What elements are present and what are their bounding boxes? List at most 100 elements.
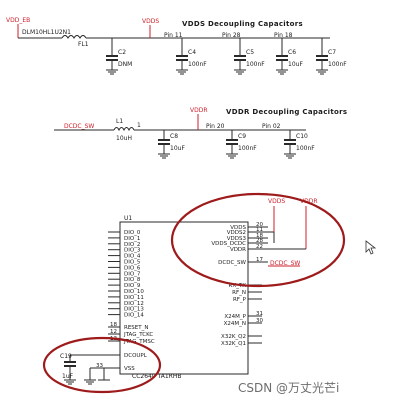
cap-c4: C4 100nF <box>176 38 207 75</box>
l1-pin-1: 1 <box>137 122 141 129</box>
u1-ref-label: U1 <box>124 215 132 222</box>
control-pin-number: 18 <box>110 322 117 328</box>
dio-pin-label: DIO_2 <box>124 242 140 248</box>
power-pin-number: 22 <box>256 244 263 250</box>
cap-c7-ref: C7 <box>328 49 336 56</box>
cap-c6-value: 10uF <box>288 61 303 68</box>
power-pins-highlight <box>170 192 346 288</box>
vdds-pin-28: Pin 28 <box>222 32 241 39</box>
cap-c4-value: 100nF <box>188 61 207 68</box>
cap-c8-ref: C8 <box>170 133 178 140</box>
cap-c5-value: 100nF <box>246 61 265 68</box>
u1-chip-body <box>119 221 249 375</box>
power-pin-label: VDDS <box>230 225 246 231</box>
dcdc-sw-pin-net: DCDC_SW <box>270 260 300 267</box>
dio-pin-label: DIO_14 <box>124 313 144 319</box>
vdds-node-label: VDDS <box>142 18 159 25</box>
vddr-node-label: VDDR <box>190 107 208 114</box>
mouse-cursor-icon <box>365 240 377 255</box>
power-pin-number: 28 <box>256 238 263 244</box>
u1-part-label: CC2640 TA1RHB <box>132 373 181 380</box>
cap-c2-value: DNM <box>118 61 132 68</box>
dio-pin-label: DIO_7 <box>124 271 141 277</box>
cap-c7: C7 100nF <box>316 38 347 75</box>
l1-value-label: 10uH <box>116 135 132 142</box>
dio-pin-label: DIO_12 <box>124 301 144 307</box>
control-pin-label: DCOUPL <box>124 353 148 359</box>
dcdc-sw-net-label: DCDC_SW <box>64 123 94 130</box>
watermark: CSDN @万丈光芒i <box>238 380 339 395</box>
control-pin-label: JTAG_TCKC <box>123 332 153 338</box>
cap-c10: C10 100nF <box>284 130 315 159</box>
dio-pin-label: DIO_11 <box>124 295 144 301</box>
vddr-pin-20: Pin 20 <box>206 123 225 130</box>
cap-c5: C5 100nF <box>234 38 265 75</box>
vss-pin-number: 33 <box>96 363 103 369</box>
l1-ref-label: L1 <box>116 118 123 125</box>
dio-pin-label: DIO_5 <box>124 260 141 266</box>
dio-pin-label: DIO_0 <box>124 230 141 236</box>
fl1-ref-label: FL1 <box>78 41 89 48</box>
vdds-power-flag-label: VDDS <box>268 198 285 205</box>
cap-c7-value: 100nF <box>328 61 347 68</box>
xtal-pin-number: 30 <box>256 318 263 324</box>
xtal-pin-label: X32K_Q1 <box>221 341 246 347</box>
xtal-pin-label: X24M_N <box>224 321 246 327</box>
dio-pin-label: DIO_6 <box>124 265 141 271</box>
power-pin-label: VDDS_DCDC <box>211 241 246 247</box>
control-pin-label: RESET_N <box>124 325 149 331</box>
vdds-title: VDDS Decoupling Capacitors <box>182 20 303 28</box>
fl1-part-label: DLM10HL1U2N1 <box>22 29 71 36</box>
xtal-pin-label: X24M_P <box>224 314 246 320</box>
vddr-title: VDDR Decoupling Capacitors <box>226 108 347 116</box>
dio-pin-label: DIO_9 <box>124 283 141 289</box>
vdds-decoupling-section: VDD_EB DLM10HL1U2N1 FL1 VDDS VDDS Decoup… <box>6 17 347 75</box>
dio-pin-label: DIO_1 <box>124 236 140 242</box>
vddr-power-flag-label: VDDR <box>300 198 318 205</box>
c19-value-label: 1uF <box>62 373 74 380</box>
power-pin-number: 17 <box>256 257 263 263</box>
xtal-pin-number: 31 <box>256 311 263 317</box>
cap-c6: C6 10uF <box>276 38 303 75</box>
power-pin-label: VDDS3 <box>227 236 247 242</box>
cap-c4-ref: C4 <box>188 49 196 56</box>
rf-pin-label: RX_TX <box>229 283 247 289</box>
dio-pin-label: DIO_13 <box>124 307 144 313</box>
dio-pin-group: DIO_0DIO_1DIO_2DIO_3DIO_4DIO_5DIO_6DIO_7… <box>108 230 144 319</box>
power-pin-number: 20 <box>256 222 263 228</box>
dio-pin-label: DIO_8 <box>124 277 141 283</box>
control-pin-number: 12 <box>110 329 117 335</box>
xtal-pin-label: X32K_Q2 <box>221 334 246 340</box>
control-pin-label: VSS <box>124 366 135 372</box>
c19-ref-label: C19 <box>60 353 72 360</box>
dio-pin-label: DIO_3 <box>124 248 141 254</box>
vdds-pin-11: Pin 11 <box>164 32 183 39</box>
control-pin-label: JTAG_TMSC <box>123 339 155 345</box>
cap-c9-ref: C9 <box>238 133 246 140</box>
cap-c10-ref: C10 <box>296 133 308 140</box>
decoupl-highlight <box>42 336 162 394</box>
fl1-inductor-icon <box>61 35 87 39</box>
power-pin-label: VDDR <box>230 247 246 253</box>
dio-pin-label: DIO_10 <box>124 289 144 295</box>
cap-c2-ref: C2 <box>118 49 126 56</box>
cap-c5-ref: C5 <box>246 49 254 56</box>
dio-pin-label: DIO_4 <box>124 254 141 260</box>
power-pin-number: 11 <box>256 227 263 233</box>
cap-c6-ref: C6 <box>288 49 296 56</box>
cap-c9-value: 100nF <box>238 145 257 152</box>
cap-c10-value: 100nF <box>296 145 315 152</box>
rf-pin-label: RF_N <box>232 290 246 296</box>
vddr-pin-02: Pin 02 <box>262 123 281 130</box>
vdd-eb-label: VDD_EB <box>6 17 30 24</box>
l1-inductor-icon <box>113 127 135 132</box>
power-pin-label: DCDC_SW <box>218 260 246 266</box>
cap-c9: C9 100nF <box>226 130 257 159</box>
vdds-pin-18: Pin 18 <box>274 32 293 39</box>
